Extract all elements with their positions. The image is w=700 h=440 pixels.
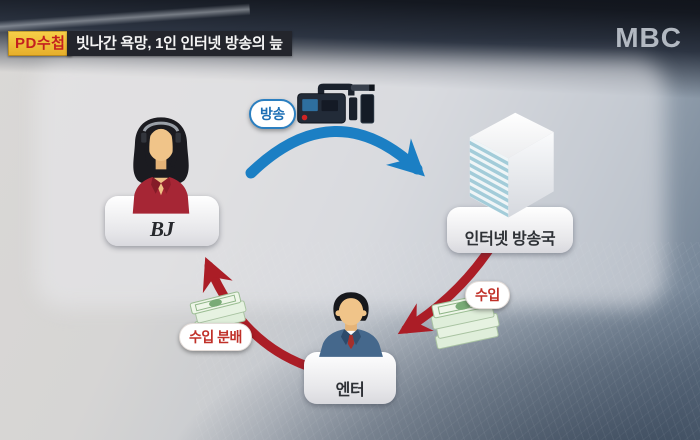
node-agency: 엔터 [304, 352, 396, 404]
server-cube-icon [469, 112, 554, 218]
program-badge: PD수첩 [8, 31, 73, 56]
broadcast-edge-label: 방송 [249, 99, 296, 129]
female-broadcaster-avatar-icon [132, 117, 190, 214]
video-camera-icon [297, 83, 375, 124]
money-stack-income-icon [430, 292, 500, 350]
bj-label: BJ [150, 217, 174, 241]
agency-label: 엔터 [335, 382, 365, 399]
income-share-edge-label: 수입 분배 [179, 323, 252, 351]
male-suit-avatar-icon [319, 292, 383, 357]
income-edge-label: 수입 [465, 281, 510, 309]
episode-title: 빗나간 욕망, 1인 인터넷 방송의 늪 [67, 31, 292, 56]
station-label: 인터넷 방송국 [464, 231, 556, 248]
mbc-logo: MBC [615, 22, 682, 53]
